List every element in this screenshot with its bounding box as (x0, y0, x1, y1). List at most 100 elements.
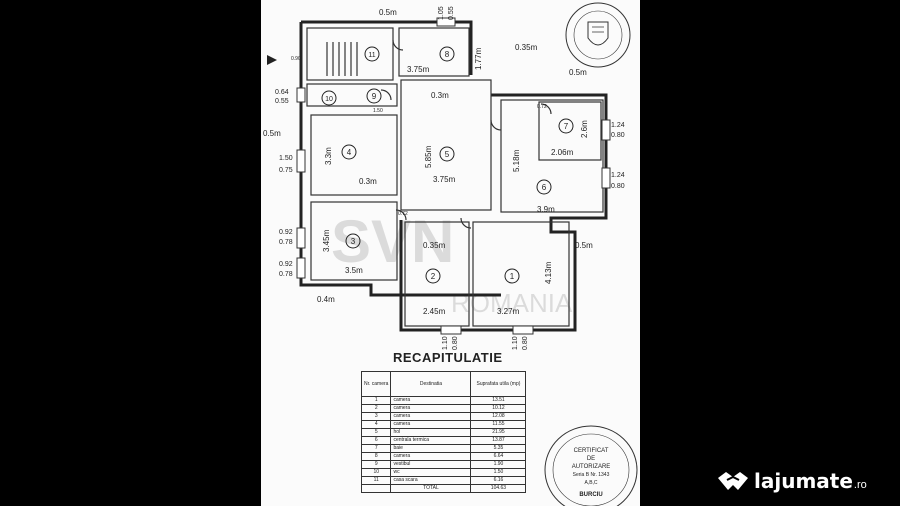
cell-nr: 4 (360, 420, 392, 429)
svg-text:SVN: SVN (331, 208, 454, 275)
dim: 0.78 (279, 239, 293, 246)
cell-supr: 13.87 (470, 436, 527, 445)
cell-supr: 1.90 (470, 460, 527, 469)
dim: 3.3m (324, 147, 333, 165)
cell-dest: camera (390, 412, 472, 421)
dim: 0.92 (279, 261, 293, 268)
dim: 1.24 (611, 122, 625, 129)
cell-dest: camera (390, 420, 472, 429)
cell-supr: 11.55 (470, 420, 527, 429)
cell-supr: 10.12 (470, 404, 527, 413)
dim: 0.5m (379, 8, 397, 17)
room-8: 8 (445, 50, 450, 59)
stamp-line: BURCIU (579, 492, 602, 498)
dim: 1.05 (438, 6, 445, 20)
cell-dest: centrala termica (390, 436, 472, 445)
cell-supr: 6.64 (470, 452, 527, 461)
cell-supr: 21.95 (470, 428, 527, 437)
dim: 3.27m (497, 307, 520, 316)
dim: 0.92 (279, 229, 293, 236)
cell-supr: 5.35 (470, 444, 527, 453)
room-6: 6 (542, 183, 547, 192)
cell-dest: baie (390, 444, 472, 453)
dim: 2.06m (551, 148, 574, 157)
total-label: TOTAL (390, 484, 472, 493)
dim: 3.9m (537, 205, 555, 214)
room-11: 11 (368, 52, 375, 59)
cell-nr: 1 (360, 396, 392, 405)
header-nr: Nr. camera (360, 371, 392, 397)
dim: 3.45m (322, 229, 331, 252)
room-5: 5 (445, 150, 450, 159)
brand-name: lajumate (754, 469, 853, 493)
staircase (326, 42, 358, 76)
dim: 0.3m (431, 91, 449, 100)
floor-plan-sheet: SVN ROMANIA (261, 0, 640, 506)
stamp-line: AUTORIZARE (572, 464, 611, 470)
cell-nr: 3 (360, 412, 392, 421)
cell-dest: camera (390, 404, 472, 413)
room-10: 10 (325, 96, 333, 103)
dim: 3.5m (345, 266, 363, 275)
dim: 2.45m (423, 307, 446, 316)
watermark: SVN ROMANIA (331, 208, 573, 318)
dim: 0.5m (569, 68, 587, 77)
cell-supr: 13.51 (470, 396, 527, 405)
cadastre-seal-top (565, 2, 631, 68)
watermark-text: ROMANIA (451, 288, 573, 318)
lajumate-logo[interactable]: lajumate .ro (716, 466, 867, 496)
cell-nr: 6 (360, 436, 392, 445)
cell-nr: 9 (360, 460, 392, 469)
dim: 3.75m (407, 65, 430, 74)
dim: 4.13m (544, 261, 553, 284)
floor-plan-drawing: SVN ROMANIA (263, 2, 638, 506)
cell-dest: wc (390, 468, 472, 477)
header-suprafata: Suprafata utila (mp) (470, 371, 527, 397)
total-value: 104.63 (470, 484, 527, 493)
dim: 0.4m (317, 295, 335, 304)
dim: 0.55 (448, 6, 455, 20)
cell-supr: 12.08 (470, 412, 527, 421)
cell-nr: 2 (360, 404, 392, 413)
dim: 0.80 (452, 336, 459, 350)
dim: 0.5m (575, 241, 593, 250)
room-3: 3 (351, 237, 356, 246)
handshake-logo-icon (718, 472, 748, 490)
recap-table: Nr. camera Destinatia Suprafata utila (m… (360, 371, 527, 493)
dim: 0.80 (522, 336, 529, 350)
recap-title: RECAPITULATIE (393, 350, 503, 365)
room-2: 2 (431, 272, 436, 281)
cell-nr: 11 (360, 476, 392, 485)
dim: 0.55 (275, 98, 289, 105)
dim: 2.6m (580, 120, 589, 138)
dim: 1.24 (611, 172, 625, 179)
stamp-line: Seria B Nr. 1343 (573, 472, 610, 478)
dim: 1.50 (373, 108, 383, 114)
room-9: 9 (372, 92, 377, 101)
dim: 0.3m (359, 177, 377, 186)
dim: 0.90 (291, 56, 301, 62)
cell-dest: hol (390, 428, 472, 437)
cell-nr: 10 (360, 468, 392, 477)
cell-dest: casa scara (390, 476, 472, 485)
dim: 0.35m (515, 43, 538, 52)
stamp-line: CERTIFICAT (574, 448, 609, 454)
cell-supr: 6.16 (470, 476, 527, 485)
dim: 0.5m (263, 129, 281, 138)
dim: 1.10 (512, 336, 519, 350)
cell-dest: camera (390, 452, 472, 461)
stamp-line: A,B,C (584, 480, 597, 486)
room-4: 4 (347, 148, 352, 157)
brand-tld: .ro (853, 479, 867, 491)
dim: 0.80 (611, 183, 625, 190)
